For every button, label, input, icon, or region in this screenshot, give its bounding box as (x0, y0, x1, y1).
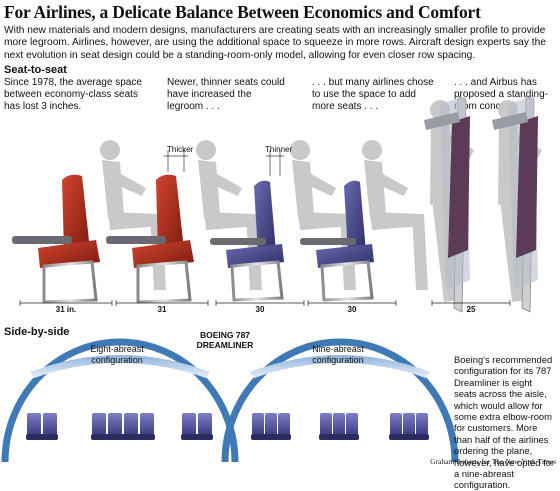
nine-abreast-seat-bases (251, 434, 429, 440)
aircraft-label: BOEING 787 DREAMLINER (196, 330, 254, 350)
thickness-markers (164, 150, 284, 176)
eight-abreast-seats (27, 413, 212, 435)
credit-line: Graham Roberts for The New York Times (430, 457, 556, 466)
measure-2: 31 (157, 305, 167, 314)
caption-3: . . . but many airlines chose to use the… (312, 77, 434, 112)
thicker-label: Thicker (167, 145, 194, 154)
red-seat-2 (106, 174, 194, 304)
measure-4: 30 (347, 305, 357, 314)
thinner-label: Thinner (265, 145, 293, 154)
page-title: For Airlines, a Delicate Balance Between… (4, 2, 481, 22)
nine-abreast-label: Nine-abreast configuration (312, 344, 364, 365)
standing-frame-2 (492, 95, 538, 313)
fuselage-left (1, 338, 239, 463)
red-seat-1 (12, 174, 100, 304)
seat-to-seat-heading: Seat-to-seat (4, 64, 67, 76)
side-by-side-heading: Side-by-side (4, 326, 70, 338)
fuselage-right (221, 338, 459, 463)
caption-2: Newer, thinner seats could have increase… (167, 77, 285, 112)
eight-abreast-seat-bases (26, 434, 213, 440)
intro-text: With new materials and modern designs, m… (4, 25, 546, 61)
caption-4: . . . and Airbus has proposed a standing… (454, 77, 548, 112)
measure-1: 31 in. (55, 305, 77, 314)
measurement-lines (19, 300, 511, 306)
nine-abreast-seats (252, 413, 428, 435)
blue-seat-1 (210, 180, 284, 302)
measure-3: 30 (255, 305, 265, 314)
standing-frame-1 (424, 95, 470, 313)
seat-diagram (1, 95, 542, 463)
measure-5: 25 (466, 305, 476, 314)
configuration-note: Boeing's recommended configuration for i… (454, 354, 555, 491)
eight-abreast-label: Eight-abreast configuration (90, 344, 144, 365)
caption-1: Since 1978, the average space between ec… (4, 77, 142, 112)
blue-seat-2 (300, 180, 374, 302)
